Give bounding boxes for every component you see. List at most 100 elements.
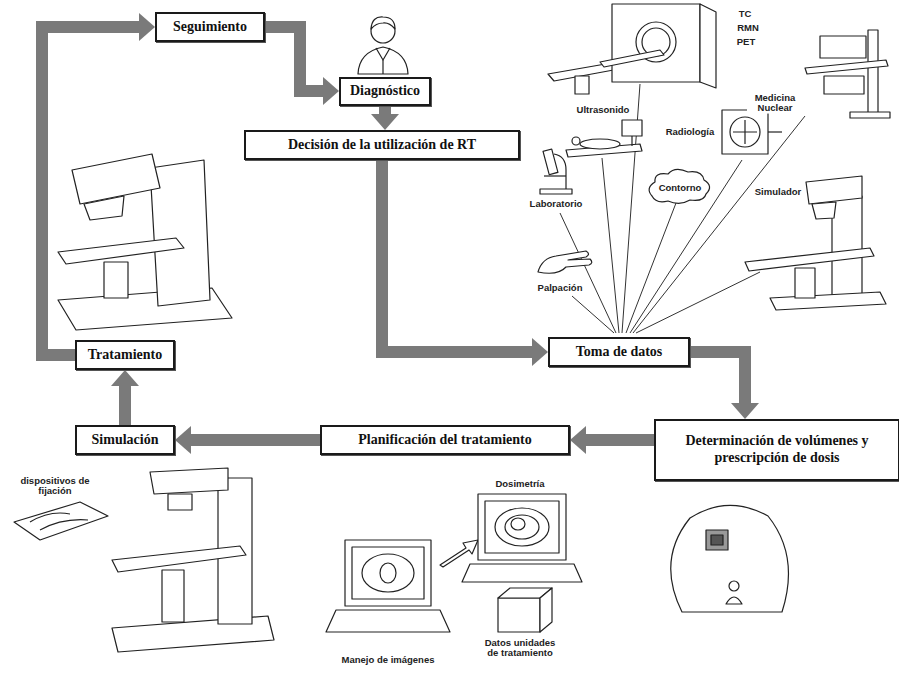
illustration-label: Radiología — [665, 127, 716, 137]
treatment-machine — [58, 154, 232, 330]
flow-arrow — [379, 106, 391, 115]
dosimetry-workstation — [478, 494, 566, 560]
doctor-figure — [358, 17, 408, 74]
treatment-machine — [72, 154, 160, 204]
hollow-arrow — [440, 540, 478, 567]
box-text: Seguimiento — [173, 19, 247, 36]
ct-scanner — [700, 4, 716, 88]
ct-scanner — [575, 76, 589, 94]
illustration-label: Manejo de imágenes — [341, 655, 436, 665]
treatment-machine — [58, 238, 184, 264]
illustration-label: Ultrasonido — [576, 105, 631, 115]
contour-cloud — [649, 169, 709, 203]
doctor-figure — [358, 47, 408, 74]
dosimetry-workstation — [505, 515, 539, 539]
microscope — [543, 149, 558, 175]
microscope — [544, 175, 566, 176]
data-source-lines — [636, 272, 760, 333]
image-workstation — [326, 610, 450, 632]
image-workstation — [326, 540, 450, 632]
flow-arrow — [42, 27, 139, 355]
flow-arrow — [690, 352, 745, 403]
ct-scanner — [548, 4, 716, 94]
ultrasound-unit — [631, 136, 632, 146]
microscope — [540, 149, 572, 194]
xray-unit — [733, 120, 757, 144]
data-source-lines — [572, 296, 614, 333]
xray-unit — [730, 117, 760, 147]
treatment-machine — [84, 196, 124, 220]
gamma-camera — [805, 60, 888, 74]
illustration-label: dispositivos de fijación — [17, 476, 93, 497]
ct-scanner — [612, 4, 700, 82]
data-source-lines — [602, 158, 619, 333]
hollow-arrow — [440, 540, 478, 567]
fixation-device — [30, 513, 88, 530]
image-workstation — [362, 554, 414, 592]
palpation-hand — [538, 251, 592, 273]
simulation-machine — [150, 468, 228, 494]
dosimetry-workstation — [511, 518, 525, 530]
data-source-lines — [560, 84, 805, 333]
flow-arrow — [586, 434, 654, 446]
box-text: Determinación de volúmenes y prescripció… — [656, 433, 898, 467]
data-box — [498, 588, 552, 632]
flow-arrow — [382, 160, 532, 352]
simulator-machine — [812, 202, 836, 219]
contour-cloud — [649, 169, 709, 203]
doctor-figure — [371, 17, 395, 29]
image-workstation — [345, 540, 431, 606]
process-box: Tratamiento — [75, 340, 175, 370]
box-text: Tratamiento — [88, 347, 162, 364]
head-volume — [671, 505, 789, 612]
ultrasound-unit — [580, 139, 620, 149]
xray-unit — [722, 110, 768, 154]
process-box: Toma de datos — [548, 337, 690, 367]
illustration-label: Simulador — [754, 187, 802, 197]
simulation-machine — [112, 546, 246, 572]
flow-arrow — [265, 27, 323, 91]
doctor-figure — [382, 60, 383, 74]
head-volume — [706, 530, 728, 550]
gamma-camera — [850, 112, 890, 118]
head-volume — [711, 535, 723, 545]
dosimetry-workstation — [462, 564, 582, 582]
simulation-machine — [168, 494, 192, 510]
illustration-label: Datos unidades de tratamiento — [479, 638, 561, 659]
illustration-label: Contorno — [658, 183, 703, 193]
illustration-label: Medicina Nuclear — [747, 93, 803, 114]
flow-arrow — [119, 386, 131, 425]
ultrasound-unit — [566, 120, 642, 157]
simulator-machine — [770, 292, 886, 310]
illustration — [14, 4, 890, 652]
simulator-machine — [745, 176, 886, 310]
process-box: Decisión de la utilización de RT — [244, 130, 520, 160]
process-box: Determinación de volúmenes y prescripció… — [654, 419, 899, 481]
head-volume — [729, 581, 739, 591]
box-text: Simulación — [92, 432, 159, 449]
illustration-label: RMN — [736, 23, 760, 33]
data-source-lines — [626, 203, 676, 333]
fixation-device — [14, 502, 108, 540]
gamma-camera — [805, 30, 890, 118]
data-box — [540, 588, 552, 632]
illustration-label: PET — [736, 37, 756, 47]
ct-scanner — [600, 50, 664, 67]
box-text: Decisión de la utilización de RT — [288, 137, 476, 154]
ultrasound-unit — [572, 137, 580, 145]
simulation-machine — [162, 570, 184, 622]
data-box — [498, 598, 540, 632]
box-text: Diagnóstico — [350, 83, 420, 100]
connectors — [42, 27, 745, 440]
gamma-camera — [820, 36, 866, 58]
gamma-camera — [868, 30, 878, 115]
palpation-hand — [538, 251, 592, 273]
image-workstation — [380, 563, 396, 583]
process-box: Diagnóstico — [339, 77, 431, 106]
box-text: Toma de datos — [576, 344, 663, 361]
doctor-figure — [376, 48, 390, 60]
simulation-machine — [112, 468, 274, 652]
data-source-lines — [630, 160, 742, 333]
process-box: Simulación — [75, 425, 175, 455]
